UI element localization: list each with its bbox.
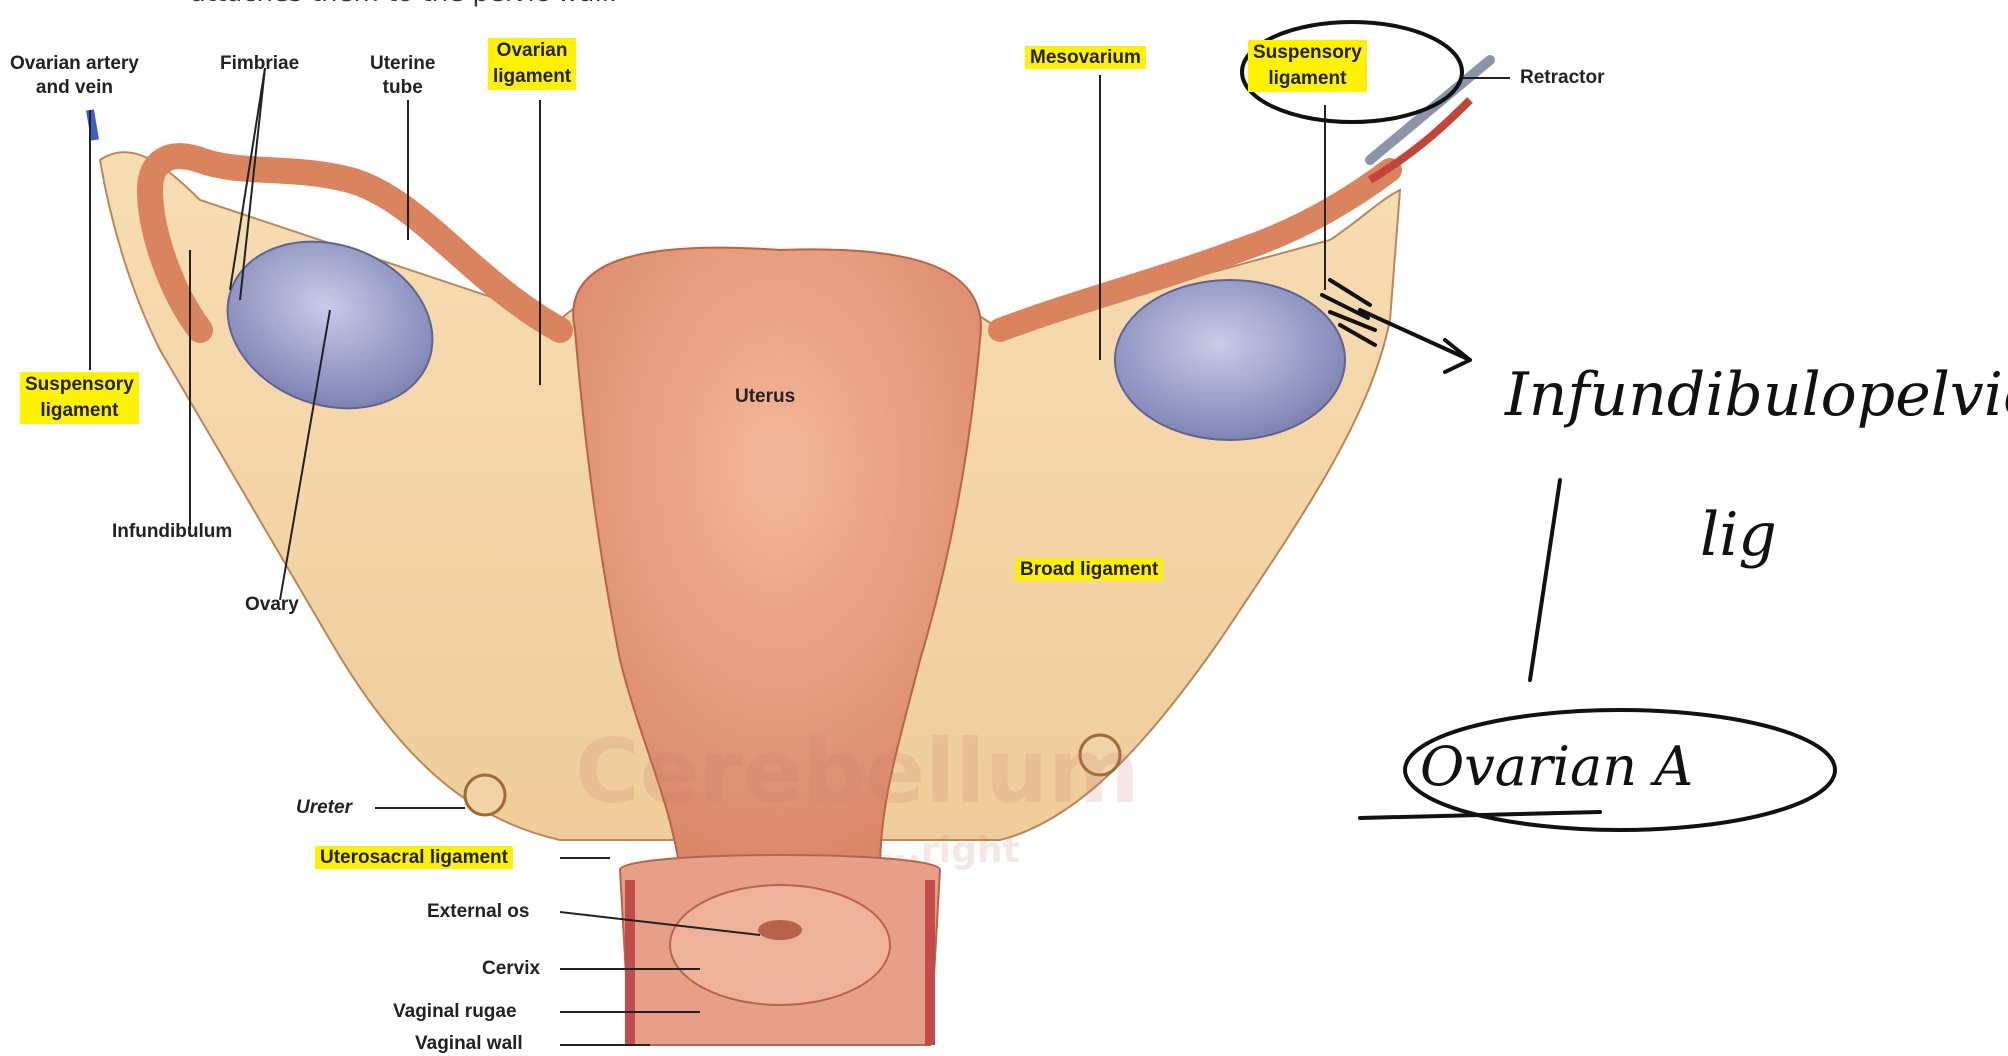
label-uterine-tube: Uterine tube (370, 52, 435, 100)
label-suspensory-left-line1: Suspensory (20, 372, 139, 398)
label-vaginal-wall: Vaginal wall (415, 1032, 523, 1056)
label-ovarian-ligament-line2: ligament (488, 64, 576, 90)
label-ovarian-artery-line1: Ovarian artery (10, 52, 139, 76)
annotation-infundibulopelvic: Infundibulopelvic (1505, 360, 2008, 430)
watermark-tagline: ...right (880, 830, 1020, 871)
label-broad-ligament: Broad ligament (1015, 558, 1163, 582)
annotation-ovarian-a: Ovarian A (1420, 735, 1693, 798)
retractor-shape (1370, 60, 1490, 160)
label-suspensory-right-line1: Suspensory (1248, 40, 1367, 66)
label-uterine-tube-line2: tube (370, 76, 435, 100)
label-uterus: Uterus (735, 385, 795, 409)
label-suspensory-left-line2: ligament (20, 398, 139, 424)
label-external-os: External os (427, 900, 529, 924)
label-ovarian-ligament-line1: Ovarian (488, 38, 576, 64)
label-broad-ligament-text: Broad ligament (1015, 558, 1163, 581)
annotation-connector (1530, 480, 1560, 680)
cervix-shape (670, 885, 890, 1005)
label-suspensory-ligament-left: Suspensory ligament (20, 372, 139, 424)
label-mesovarium: Mesovarium (1025, 46, 1146, 70)
label-mesovarium-text: Mesovarium (1025, 46, 1146, 69)
annotation-lig: lig (1700, 500, 1777, 570)
label-vaginal-rugae: Vaginal rugae (393, 1000, 517, 1024)
label-ureter: Ureter (296, 796, 352, 820)
label-infundibulum: Infundibulum (112, 520, 232, 544)
label-ovary: Ovary (245, 593, 299, 617)
label-retractor: Retractor (1520, 66, 1604, 90)
label-uterosacral-ligament: Uterosacral ligament (315, 846, 513, 870)
ureter-left-shape (465, 775, 505, 815)
label-uterine-tube-line1: Uterine (370, 52, 435, 76)
label-ovarian-artery-line2: and vein (10, 76, 139, 100)
label-fimbriae: Fimbriae (220, 52, 299, 76)
external-os-shape (758, 920, 802, 940)
watermark-name: Cerebellum (575, 720, 1140, 823)
label-ovarian-artery-vein: Ovarian artery and vein (10, 52, 139, 100)
label-suspensory-ligament-right: Suspensory ligament (1248, 40, 1367, 92)
label-cervix: Cervix (482, 957, 540, 981)
label-suspensory-right-line2: ligament (1248, 66, 1367, 92)
label-uterosacral-text: Uterosacral ligament (315, 846, 513, 869)
ovary-right-shape (1115, 280, 1345, 440)
label-ovarian-ligament: Ovarian ligament (488, 38, 576, 90)
